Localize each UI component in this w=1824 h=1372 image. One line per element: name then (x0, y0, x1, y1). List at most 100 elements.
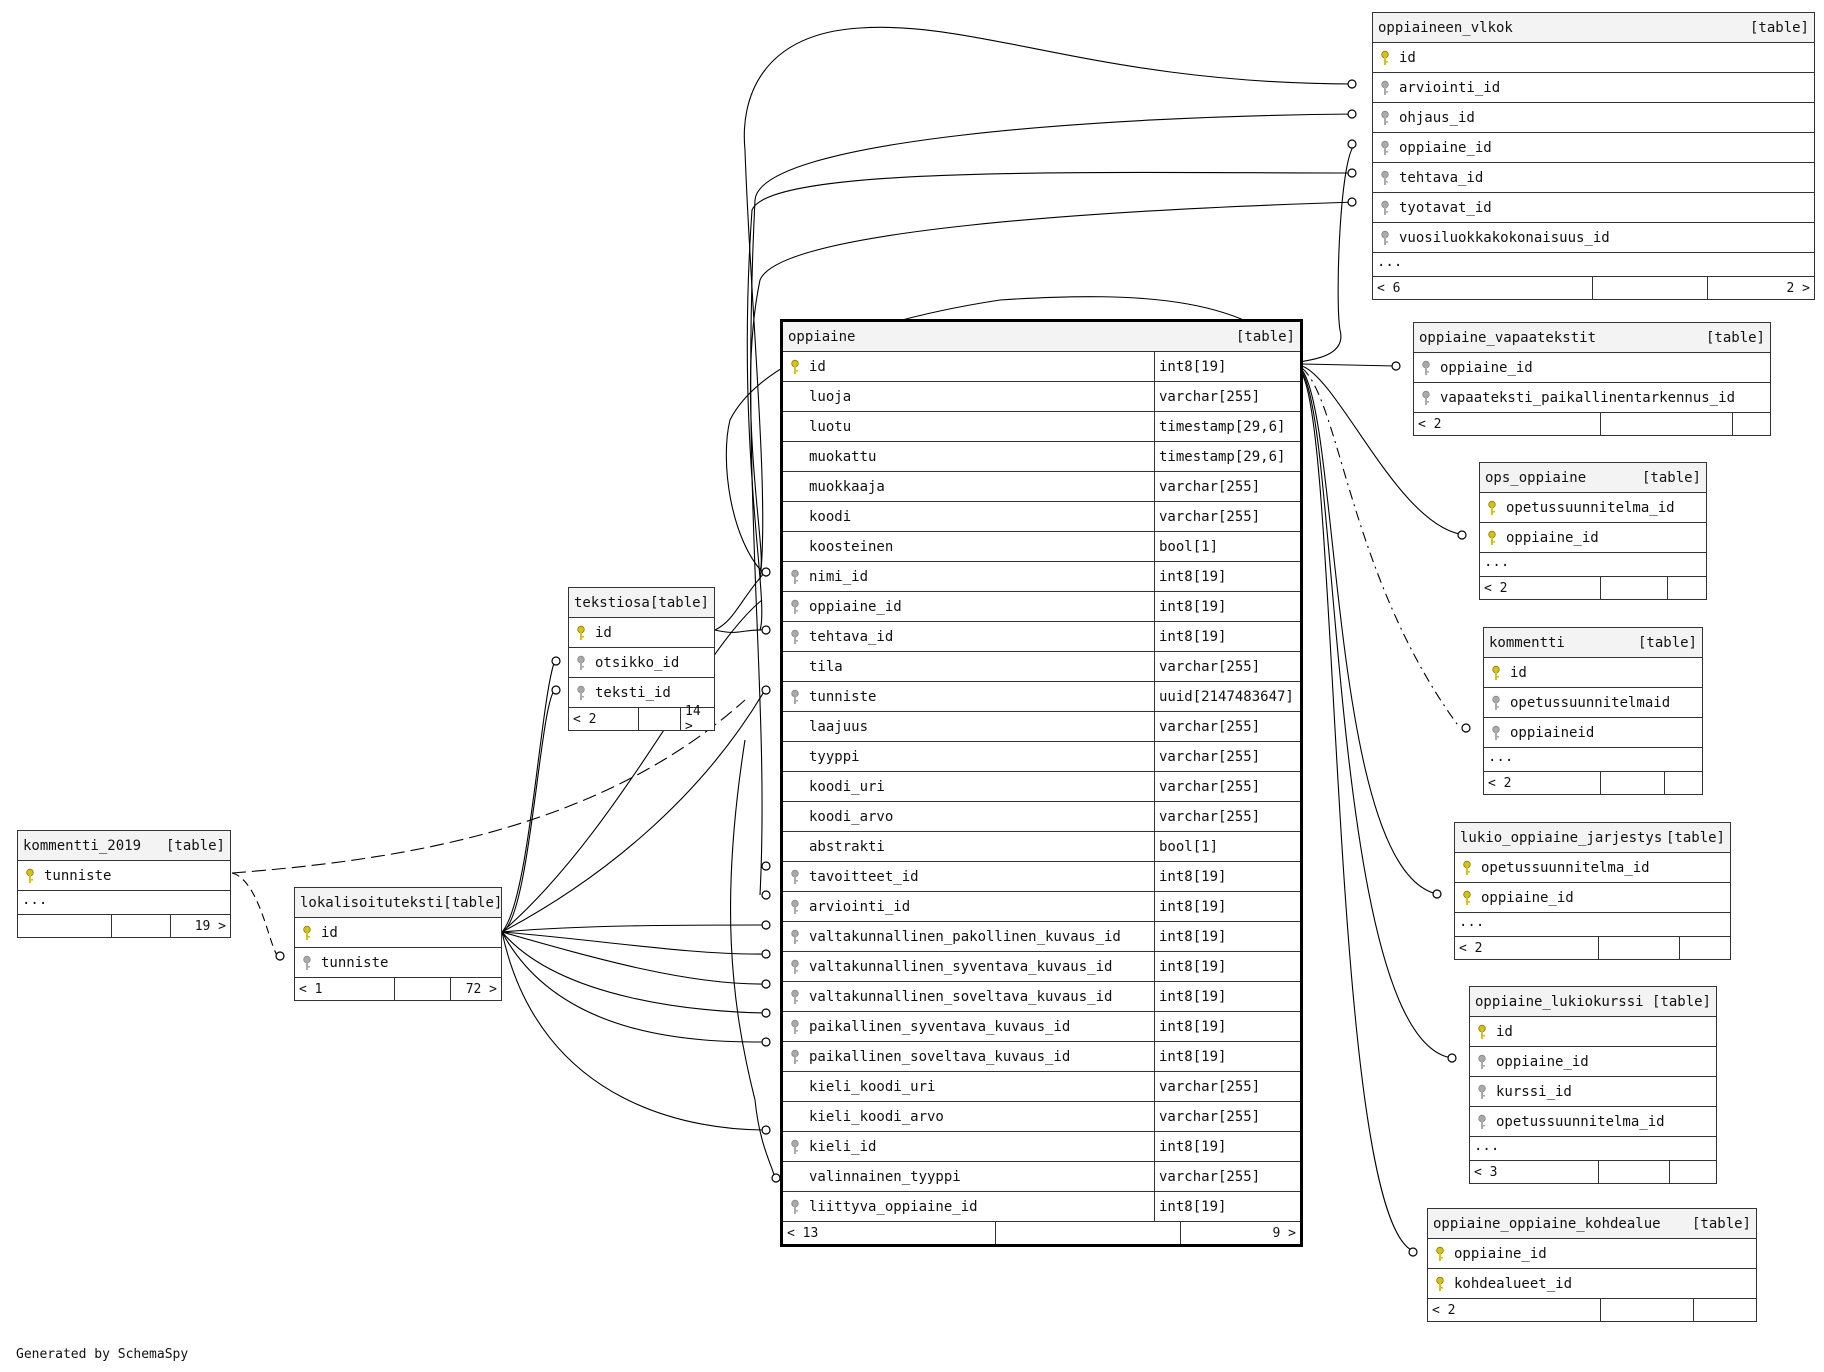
column-row[interactable]: id (569, 618, 714, 648)
child-count[interactable]: 9 > (1272, 1225, 1296, 1241)
column-row[interactable]: opetussuunnitelma_id (1480, 493, 1706, 523)
child-count[interactable]: 72 > (465, 981, 497, 997)
child-count[interactable] (1670, 1161, 1716, 1183)
table-kommentti_2019[interactable]: kommentti_2019[table]tunniste...19 > (17, 830, 231, 938)
parent-count[interactable]: < 2 (1428, 1299, 1601, 1321)
foreign-key-icon (1470, 1084, 1494, 1100)
column-row[interactable]: oppiaine_id (1414, 353, 1770, 383)
row-count (996, 1222, 1181, 1244)
column-row[interactable]: kohdealueet_id (1428, 1269, 1756, 1299)
column-row[interactable]: oppiaine_id (1480, 523, 1706, 553)
column-row[interactable]: oppiaine_id (1455, 883, 1730, 913)
parent-count[interactable]: < 3 (1470, 1161, 1599, 1183)
foreign-key-icon (569, 685, 593, 701)
parent-count[interactable]: < 2 (1480, 577, 1601, 599)
table-header: tekstiosa[table] (569, 588, 714, 618)
column-row[interactable]: opetussuunnitelma_id (1455, 853, 1730, 883)
column-row[interactable]: id (1373, 43, 1814, 73)
column-row[interactable]: tunniste (18, 861, 230, 891)
column-row[interactable]: opetussuunnitelma_id (1470, 1107, 1716, 1137)
column-row[interactable]: tunniste (295, 948, 501, 978)
child-count[interactable] (1694, 1299, 1756, 1321)
column-row[interactable]: teksti_id (569, 678, 714, 708)
column-row[interactable]: id (1484, 658, 1702, 688)
parent-count[interactable]: < 2 (569, 708, 639, 730)
column-row[interactable]: tehtava_id (1373, 163, 1814, 193)
parent-count[interactable]: < 6 (1373, 277, 1593, 299)
more-columns: ... (18, 891, 230, 915)
parent-count[interactable]: < 2 (1484, 772, 1601, 794)
parent-count[interactable]: < 2 (1414, 413, 1601, 435)
child-count[interactable] (1665, 772, 1702, 794)
column-row[interactable]: arviointi_id (1373, 73, 1814, 103)
parent-count[interactable]: < 2 (1455, 937, 1599, 959)
parent-count[interactable]: < 1 (295, 978, 395, 1000)
column-row[interactable]: vapaateksti_paikallinentarkennus_id (1414, 383, 1770, 413)
parent-count[interactable] (18, 915, 112, 937)
child-count[interactable]: 2 > (1786, 280, 1810, 296)
column-row[interactable]: id (1470, 1017, 1716, 1047)
child-count[interactable]: 14 > (685, 704, 701, 734)
column-row[interactable]: kurssi_id (1470, 1077, 1716, 1107)
column-row[interactable]: ohjaus_id (1373, 103, 1814, 133)
child-count[interactable]: 19 > (194, 918, 226, 934)
table-header: oppiaineen_vlkok[table] (1373, 13, 1814, 43)
child-count[interactable] (1680, 937, 1730, 959)
column-row[interactable]: otsikko_id (569, 648, 714, 678)
table-lukio_oppiaine_jarjestys[interactable]: lukio_oppiaine_jarjestys[table]opetussuu… (1454, 822, 1731, 960)
child-count[interactable] (1733, 413, 1770, 435)
parent-count[interactable]: < 13 (783, 1222, 996, 1244)
child-count[interactable] (1668, 577, 1706, 599)
column-row[interactable]: oppiaine_id (1373, 133, 1814, 163)
column-name: tyotavat_id (1399, 199, 1492, 216)
table-footer: < 2 (1455, 937, 1730, 959)
column-row[interactable]: oppiaineid (1484, 718, 1702, 748)
column-row[interactable]: tyotavat_id (1373, 193, 1814, 223)
column-row[interactable]: opetussuunnitelmaid (1484, 688, 1702, 718)
column-row[interactable]: id (295, 918, 501, 948)
column-type: bool[1] (1154, 832, 1300, 861)
column-row[interactable]: oppiaine_id (1470, 1047, 1716, 1077)
column-row[interactable]: vuosiluokkakokonaisuus_id (1373, 223, 1814, 253)
table-oppiaine_oppiaine_kohdealue[interactable]: oppiaine_oppiaine_kohdealue[table]oppiai… (1427, 1208, 1757, 1322)
relationship-line (231, 699, 746, 874)
column-row[interactable]: oppiaine_id (1428, 1239, 1756, 1269)
